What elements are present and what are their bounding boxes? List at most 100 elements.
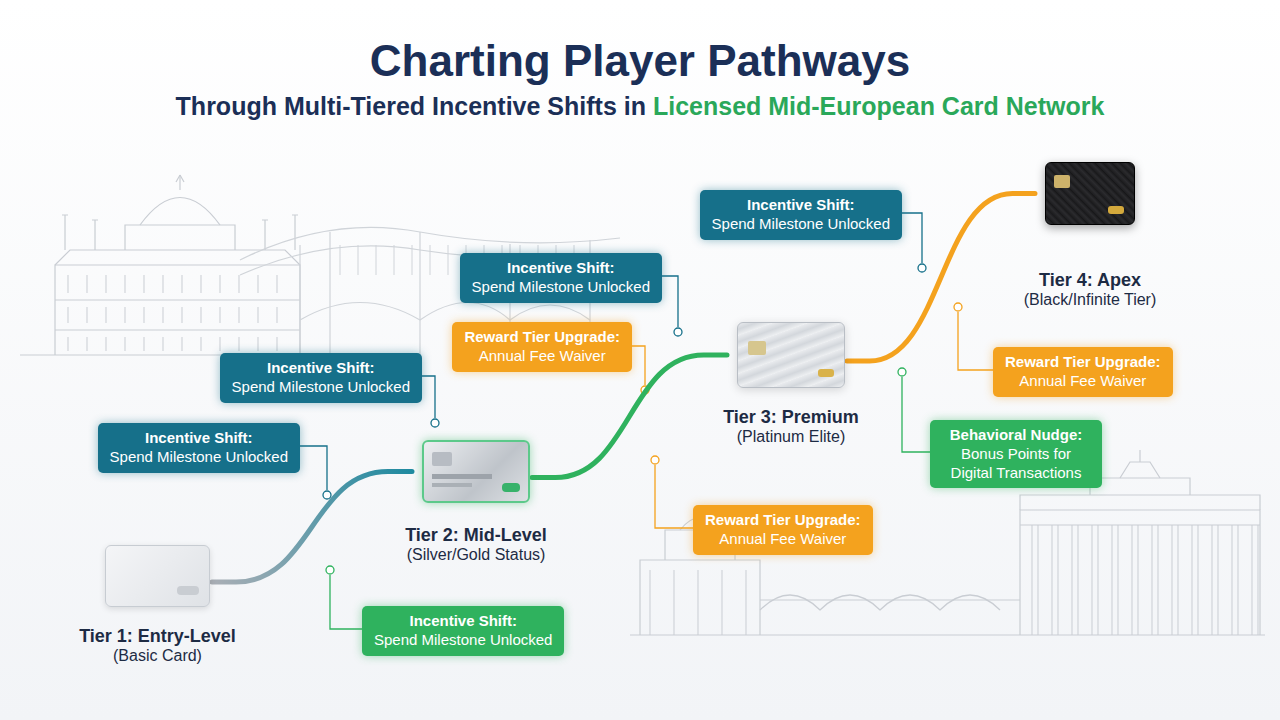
gate-column (1192, 525, 1198, 635)
card-art (1046, 163, 1134, 224)
callout-heading: Behavioral Nudge: (942, 426, 1090, 445)
tier-card: Tier 4: Apex(Black/Infinite Tier) (1045, 162, 1135, 225)
tier-name: Tier 4: Apex (1024, 270, 1156, 291)
window-stroke (182, 275, 183, 351)
tier-name: Tier 2: Mid-Level (405, 525, 547, 546)
callout-heading: Reward Tier Upgrade: (705, 511, 861, 530)
pathway-connector (532, 355, 727, 478)
pathway-connector (212, 472, 412, 583)
callout-box: Incentive Shift:Spend Milestone Unlocked (98, 423, 300, 473)
card-art (738, 323, 844, 387)
subtitle-text: Through Multi-Tiered Incentive Shifts in (176, 92, 646, 120)
tier-name: Tier 1: Entry-Level (79, 626, 236, 647)
callout-box: Reward Tier Upgrade:Annual Fee Waiver (993, 347, 1173, 397)
leader-line (655, 465, 693, 528)
gate-column (1172, 525, 1178, 635)
gate-column (1052, 525, 1058, 635)
tier-card: Tier 1: Entry-Level(Basic Card) (105, 545, 210, 607)
parliament-outline (20, 175, 330, 355)
callout-body: Spend Milestone Unlocked (374, 631, 552, 650)
card-art (106, 546, 209, 606)
spacer (646, 92, 653, 120)
leader-line (902, 213, 922, 263)
gate-column (1232, 525, 1238, 635)
gate-column (1132, 525, 1138, 635)
tier-name: Tier 3: Premium (723, 407, 859, 428)
window-stroke (258, 275, 259, 351)
leader-line (330, 575, 362, 629)
gate-column (1032, 525, 1038, 635)
window-stroke (68, 275, 69, 351)
callout-box: Incentive Shift:Spend Milestone Unlocked (220, 353, 422, 403)
gate-column (1252, 525, 1258, 635)
callout-body: Spend Milestone Unlocked (712, 215, 890, 234)
window-stroke (277, 275, 278, 351)
gate-column (650, 570, 651, 635)
card-mark (502, 483, 520, 492)
anchor-dot (674, 328, 682, 336)
tier-status: (Black/Infinite Tier) (1024, 291, 1156, 309)
card-art (424, 442, 528, 501)
gate-column (1112, 525, 1118, 635)
callout-body: Spend Milestone Unlocked (472, 278, 650, 297)
callout-body: Bonus Points for Digital Transactions (942, 445, 1090, 483)
callout-body: Annual Fee Waiver (705, 530, 861, 549)
leader-line (662, 276, 678, 327)
callout-heading: Reward Tier Upgrade: (1005, 353, 1161, 372)
anchor-dot (323, 491, 331, 499)
tier-status: (Basic Card) (79, 647, 236, 665)
tier-label: Tier 4: Apex(Black/Infinite Tier) (1024, 270, 1156, 309)
callout-box: Behavioral Nudge:Bonus Points for Digita… (930, 420, 1102, 488)
subtitle-highlight: Licensed Mid-European Card Network (653, 92, 1104, 120)
callout-heading: Incentive Shift: (110, 429, 288, 448)
window-stroke (239, 275, 240, 351)
card-chip (748, 341, 766, 355)
gate-column (674, 570, 675, 635)
gate-column (722, 570, 723, 635)
callout-heading: Incentive Shift: (472, 259, 650, 278)
leader-line (632, 346, 645, 385)
gate-column (1092, 525, 1098, 635)
callout-heading: Incentive Shift: (712, 196, 890, 215)
gate-column (1072, 525, 1078, 635)
callout-body: Spend Milestone Unlocked (110, 448, 288, 467)
window-stroke (220, 275, 221, 351)
anchor-dot (651, 456, 659, 464)
bridge-cable (448, 245, 449, 275)
card-bar (432, 483, 472, 487)
gate-column (698, 570, 699, 635)
window-stroke (106, 275, 107, 351)
card-chip (432, 452, 452, 466)
window-stroke (144, 275, 145, 351)
tier-label: Tier 2: Mid-Level(Silver/Gold Status) (405, 525, 547, 564)
card-mark (818, 369, 834, 377)
window-stroke (87, 275, 88, 351)
callout-box: Incentive Shift:Spend Milestone Unlocked (700, 190, 902, 240)
bridge-cable (340, 245, 341, 275)
callout-box: Incentive Shift:Spend Milestone Unlocked (362, 606, 564, 656)
callout-heading: Incentive Shift: (374, 612, 552, 631)
window-stroke (201, 275, 202, 351)
leader-line (958, 312, 993, 370)
anchor-dot (431, 419, 439, 427)
leader-line (902, 377, 930, 452)
tier-label: Tier 1: Entry-Level(Basic Card) (79, 626, 236, 665)
gate-column (746, 570, 747, 635)
tier-card: Tier 3: Premium(Platinum Elite) (737, 322, 845, 388)
callout-heading: Incentive Shift: (232, 359, 410, 378)
card-mark (1108, 206, 1124, 214)
leader-line (300, 446, 327, 490)
tier-status: (Platinum Elite) (723, 428, 859, 446)
gate-column (1152, 525, 1158, 635)
card-mark (177, 586, 199, 595)
callout-body: Annual Fee Waiver (464, 347, 620, 366)
bridge-cable (412, 245, 413, 275)
card-chip (1054, 175, 1070, 188)
callout-box: Incentive Shift:Spend Milestone Unlocked (460, 253, 662, 303)
anchor-dot (954, 303, 962, 311)
bridge-cable (430, 245, 431, 275)
tier-label: Tier 3: Premium(Platinum Elite) (723, 407, 859, 446)
anchor-dot (326, 566, 334, 574)
window-stroke (125, 275, 126, 351)
callout-heading: Reward Tier Upgrade: (464, 328, 620, 347)
